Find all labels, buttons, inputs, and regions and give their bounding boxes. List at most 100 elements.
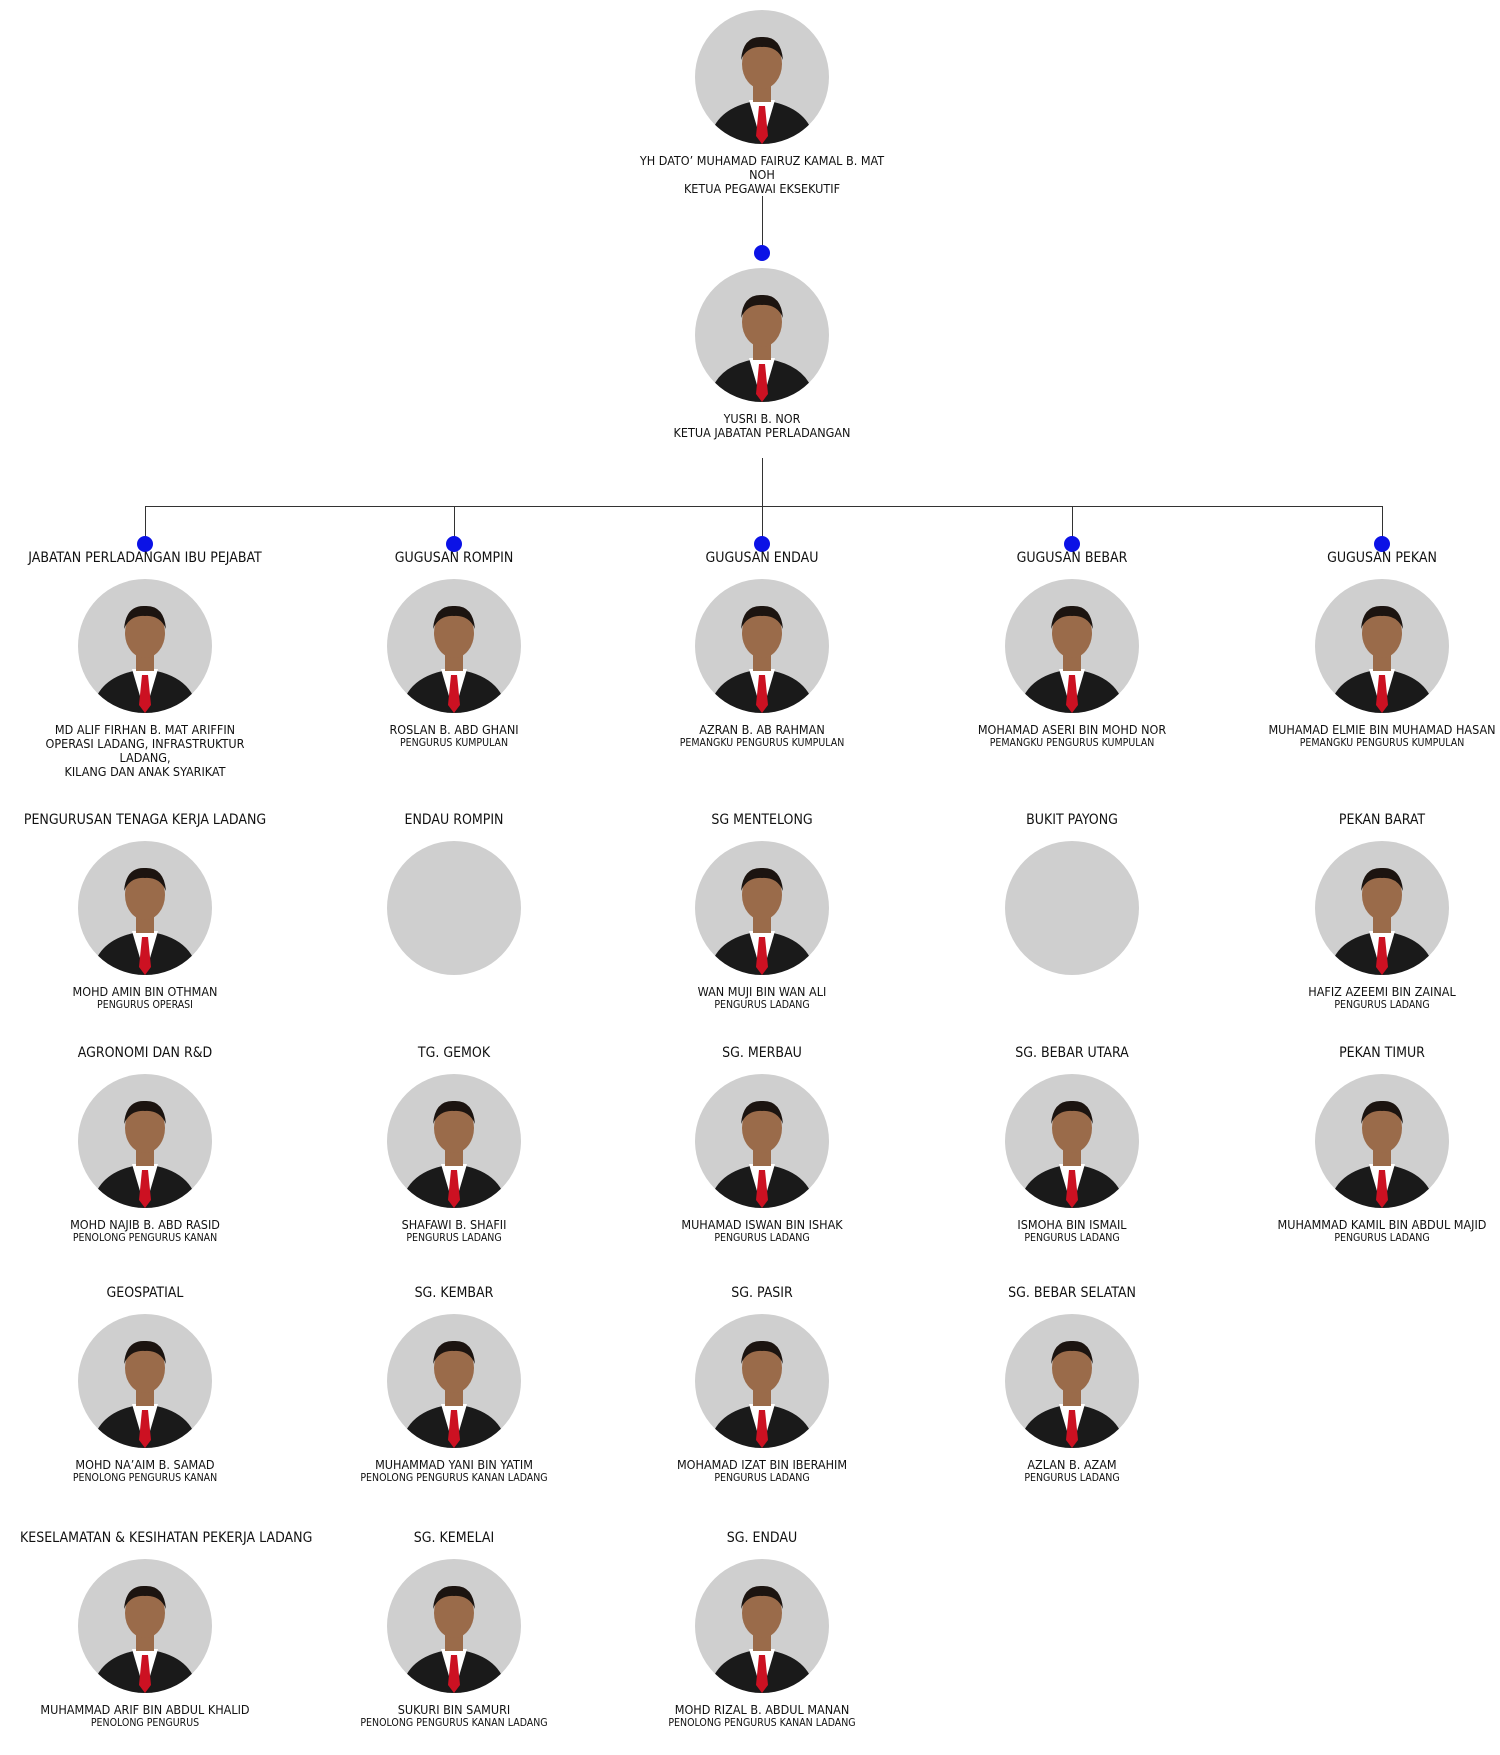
person-name: ROSLAN B. ABD GHANI	[389, 722, 519, 737]
person-name: ISMOHA BIN ISMAIL	[1017, 1217, 1127, 1232]
person-name: AZRAN B. AB RAHMAN	[699, 722, 825, 737]
unit-title: PEKAN BARAT	[1338, 812, 1426, 828]
portrait-photo	[695, 579, 829, 713]
unit-title: BUKIT PAYONG	[1026, 812, 1118, 828]
unit-title: ENDAU ROMPIN	[404, 812, 504, 828]
person-role: PENGURUS LADANG	[714, 1472, 810, 1484]
connector-line	[145, 506, 146, 544]
portrait-photo	[1315, 579, 1449, 713]
person-role: KETUA JABATAN PERLADANGAN	[673, 425, 851, 440]
portrait-photo	[387, 579, 521, 713]
person-role: PENGURUS LADANG	[406, 1232, 502, 1244]
portrait-photo	[695, 268, 829, 402]
person-name: MD ALIF FIRHAN B. MAT ARIFFIN	[54, 722, 236, 737]
portrait-photo	[695, 1074, 829, 1208]
connector-line	[1382, 506, 1383, 544]
person-silhouette-icon	[92, 867, 198, 975]
portrait-photo	[1005, 1314, 1139, 1448]
person-role: PENGURUS LADANG	[1334, 1232, 1430, 1244]
person-role: PENOLONG PENGURUS KANAN LADANG	[360, 1717, 548, 1729]
person-name: HAFIZ AZEEMI BIN ZAINAL	[1308, 984, 1456, 999]
connector-line	[1072, 506, 1073, 544]
portrait-photo	[695, 1314, 829, 1448]
person-role: PENGURUS OPERASI	[97, 999, 193, 1011]
unit-title: JABATAN PERLADANGAN IBU PEJABAT	[28, 550, 262, 566]
unit-title: SG. KEMBAR	[414, 1285, 494, 1301]
person-silhouette-icon	[401, 1100, 507, 1208]
person-name: MUHAMAD ISWAN BIN ISHAK	[681, 1217, 843, 1232]
unit-title: PEKAN TIMUR	[1339, 1045, 1425, 1061]
person-silhouette-icon	[401, 1340, 507, 1448]
person-name: MOHAMAD IZAT BIN IBERAHIM	[676, 1457, 848, 1472]
person-silhouette-icon	[1019, 1100, 1125, 1208]
person-silhouette-icon	[1329, 1100, 1435, 1208]
portrait-photo	[1005, 841, 1139, 975]
person-role: PENGURUS LADANG	[1024, 1472, 1120, 1484]
connector-line	[454, 506, 455, 544]
person-name: MUHAMMAD KAMIL BIN ABDUL MAJID	[1277, 1217, 1487, 1232]
person-silhouette-icon	[709, 294, 815, 402]
person-name: SHAFAWI B. SHAFII	[401, 1217, 507, 1232]
portrait-photo	[1005, 1074, 1139, 1208]
person-name: MOHD AMIN BIN OTHMAN	[72, 984, 218, 999]
connector-line	[762, 506, 763, 544]
unit-title: AGRONOMI DAN R&D	[77, 1045, 213, 1061]
person-name: MOHD NA’AIM B. SAMAD	[75, 1457, 215, 1472]
person-name: YH DATO’ MUHAMAD FAIRUZ KAMAL B. MAT NOH	[639, 153, 885, 182]
portrait-photo	[1315, 841, 1449, 975]
unit-title: GUGUSAN PEKAN	[1327, 550, 1437, 566]
person-silhouette-icon	[709, 867, 815, 975]
person-silhouette-icon	[401, 605, 507, 713]
person-role: PENGURUS LADANG	[714, 1232, 810, 1244]
person-role: PENGURUS LADANG	[714, 999, 810, 1011]
person-role: PENOLONG PENGURUS KANAN LADANG	[360, 1472, 548, 1484]
person-silhouette-icon	[709, 1585, 815, 1693]
unit-title: GEOSPATIAL	[106, 1285, 184, 1301]
person-silhouette-icon	[1329, 867, 1435, 975]
person-silhouette-icon	[92, 1100, 198, 1208]
unit-title: SG MENTELONG	[711, 812, 813, 828]
portrait-photo	[695, 10, 829, 144]
portrait-photo	[387, 1314, 521, 1448]
portrait-photo	[1315, 1074, 1449, 1208]
portrait-photo	[78, 1559, 212, 1693]
person-name: MUHAMMAD YANI BIN YATIM	[375, 1457, 533, 1472]
person-silhouette-icon	[709, 605, 815, 713]
connector-line	[762, 458, 763, 506]
portrait-photo	[78, 579, 212, 713]
unit-title: PENGURUSAN TENAGA KERJA LADANG	[23, 812, 267, 828]
person-role: PENGURUS KUMPULAN	[399, 737, 509, 749]
unit-card: ENDAU ROMPIN	[329, 812, 579, 975]
unit-card: PENGURUSAN TENAGA KERJA LADANG MOHD AMIN …	[20, 812, 270, 1012]
person-role: PEMANGKU PENGURUS KUMPULAN	[679, 737, 845, 749]
unit-title: KESELAMATAN & KESIHATAN PEKERJA LADANG	[20, 1530, 313, 1546]
person-role: PENGURUS LADANG	[1334, 999, 1430, 1011]
person-silhouette-icon	[709, 1100, 815, 1208]
person-silhouette-icon	[1329, 605, 1435, 713]
unit-title: SG. MERBAU	[722, 1045, 802, 1061]
portrait-photo	[78, 1314, 212, 1448]
person-name: YUSRI B. NOR	[723, 411, 801, 426]
person-silhouette-icon	[709, 36, 815, 144]
person-name: SUKURI BIN SAMURI	[397, 1702, 511, 1717]
person-role: KILANG DAN ANAK SYARIKAT	[64, 764, 226, 779]
connector-dot	[137, 536, 153, 552]
ceo-card: YH DATO’ MUHAMAD FAIRUZ KAMAL B. MAT NOH…	[637, 10, 887, 196]
connector-line	[762, 196, 763, 254]
person-name: WAN MUJI BIN WAN ALI	[697, 984, 827, 999]
portrait-photo	[695, 841, 829, 975]
portrait-photo	[695, 1559, 829, 1693]
connector-dot	[1064, 536, 1080, 552]
connector-line	[145, 506, 1382, 507]
person-silhouette-icon	[92, 1585, 198, 1693]
